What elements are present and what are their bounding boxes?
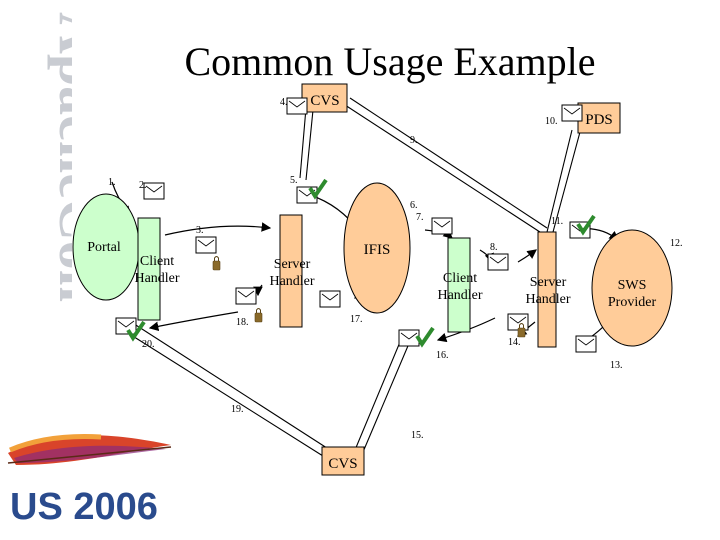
svg-text:CVS: CVS bbox=[328, 456, 357, 472]
step-label-14: 14. bbox=[508, 337, 521, 348]
node-client-handler-2: Client Handler bbox=[437, 237, 483, 333]
feather-logo-icon bbox=[7, 434, 172, 465]
step-label-8: 8. bbox=[490, 242, 498, 253]
svg-text:Client: Client bbox=[443, 271, 477, 286]
svg-text:PDS: PDS bbox=[585, 112, 613, 128]
message-doc-icon bbox=[115, 317, 137, 335]
step-label-2: 2. bbox=[139, 180, 147, 191]
conn-cvs-step5-a bbox=[299, 107, 307, 179]
step-label-5: 5. bbox=[290, 175, 298, 186]
node-cvs-top: CVS bbox=[301, 83, 348, 113]
step-label-10: 10. bbox=[545, 116, 558, 127]
conn-cvs-step5-b bbox=[305, 109, 314, 181]
lock-icon bbox=[212, 256, 221, 271]
svg-text:CVS: CVS bbox=[310, 93, 339, 109]
slide-title: Common Usage Example bbox=[184, 39, 596, 84]
step-label-11: 11. bbox=[551, 216, 563, 227]
step-label-17: 17. bbox=[350, 314, 363, 325]
conn-cvs-to-server2-b bbox=[349, 97, 548, 229]
event-year-mark: US 2006 bbox=[10, 486, 158, 528]
message-doc-icon bbox=[487, 253, 509, 271]
arrow-step9 bbox=[517, 249, 537, 263]
node-sws-provider: SWS Provider bbox=[591, 229, 673, 347]
svg-text:Client: Client bbox=[140, 254, 174, 269]
step-label-12: 12. bbox=[670, 238, 683, 249]
svg-text:IFIS: IFIS bbox=[364, 242, 391, 258]
lock-icon bbox=[254, 308, 263, 323]
svg-text:Handler: Handler bbox=[269, 274, 314, 289]
conn-portal-cvs-bottom-a bbox=[127, 319, 331, 451]
svg-text:Handler: Handler bbox=[437, 288, 482, 303]
arrow-step3 bbox=[164, 222, 272, 236]
node-server-handler-2: Server Handler bbox=[525, 231, 571, 348]
message-doc-icon bbox=[507, 313, 529, 331]
brand-side-band: ApacheCon bbox=[0, 0, 172, 470]
step-label-18: 18. bbox=[236, 317, 249, 328]
step-label-1: 1. bbox=[108, 177, 116, 188]
step-label-19: 19. bbox=[231, 404, 244, 415]
step-label-15: 15. bbox=[411, 430, 424, 441]
step-label-3: 3. bbox=[196, 225, 204, 236]
node-cvs-bottom: CVS bbox=[321, 446, 365, 476]
message-doc-icon bbox=[143, 182, 165, 200]
svg-text:Server: Server bbox=[274, 257, 311, 272]
svg-text:Portal: Portal bbox=[87, 240, 121, 255]
svg-text:SWS: SWS bbox=[618, 278, 647, 293]
message-doc-icon bbox=[235, 287, 257, 305]
conn-pds-server2-a bbox=[546, 129, 573, 233]
footer-band bbox=[0, 478, 720, 540]
step-label-13: 13. bbox=[610, 360, 623, 371]
message-doc-icon bbox=[575, 335, 597, 353]
step-label-4: 4. bbox=[280, 97, 288, 108]
message-doc-icon bbox=[431, 217, 453, 235]
connections bbox=[119, 97, 581, 457]
node-server-handler-1: Server Handler bbox=[269, 214, 315, 328]
svg-text:Provider: Provider bbox=[608, 295, 657, 310]
svg-text:Handler: Handler bbox=[525, 292, 570, 307]
step-label-6: 6. bbox=[410, 200, 418, 211]
message-doc-icon bbox=[319, 290, 341, 308]
svg-text:Handler: Handler bbox=[134, 271, 179, 286]
node-portal: Portal bbox=[72, 193, 140, 301]
node-pds: PDS bbox=[577, 102, 621, 134]
message-doc-icon bbox=[195, 236, 217, 254]
arrow-step19 bbox=[148, 311, 239, 332]
conn-pds-server2-b bbox=[552, 131, 581, 233]
step-labels: 1. 2. 3. 4. 5. 6. 7. 8. 9. 10. 11. 12. 1… bbox=[108, 97, 683, 441]
node-ifis: IFIS bbox=[343, 182, 411, 314]
conn-client2-cvs-bottom-b bbox=[362, 333, 414, 453]
message-doc-icon bbox=[561, 104, 583, 122]
step-label-9: 9. bbox=[410, 135, 418, 146]
step-label-7: 7. bbox=[416, 212, 424, 223]
svg-text:ApacheCon: ApacheCon bbox=[47, 12, 72, 302]
arrow-step18 bbox=[253, 284, 263, 297]
message-doc-icon bbox=[286, 97, 308, 115]
conn-client2-cvs-bottom-a bbox=[354, 329, 406, 451]
conn-cvs-to-server2 bbox=[344, 104, 544, 235]
node-client-handler-1: Client Handler bbox=[134, 217, 180, 321]
svg-text:Server: Server bbox=[530, 275, 567, 290]
step-label-20: 20. bbox=[142, 339, 155, 350]
step-label-16: 16. bbox=[436, 350, 449, 361]
brand-vertical-wordmark: ApacheCon bbox=[47, 12, 72, 302]
conn-portal-cvs-bottom-b bbox=[119, 327, 324, 457]
